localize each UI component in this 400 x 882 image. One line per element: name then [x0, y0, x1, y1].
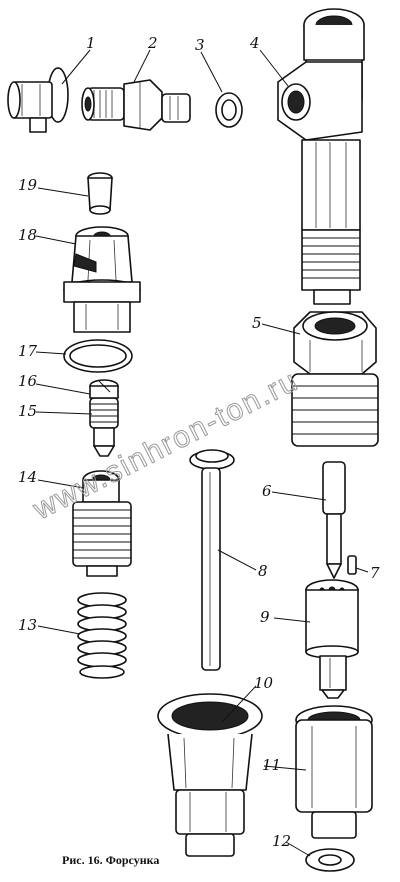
- callout-13: 13: [18, 616, 37, 634]
- callout-3: 3: [195, 36, 205, 54]
- callout-1: 1: [86, 34, 96, 52]
- callout-5: 5: [252, 314, 262, 332]
- callout-8: 8: [258, 562, 268, 580]
- part-12-washer: [305, 848, 355, 872]
- figure-caption: Рис. 16. Форсунка: [62, 853, 159, 867]
- callout-12: 12: [272, 832, 291, 850]
- callout-4: 4: [249, 34, 260, 52]
- part-16-screw-head: [89, 379, 119, 399]
- part-3-washer: [215, 92, 243, 128]
- part-14-threaded-sleeve: [72, 470, 132, 577]
- callout-16: 16: [18, 372, 38, 390]
- callout-17: 17: [18, 342, 38, 360]
- leader-lines: [35, 49, 369, 857]
- part-6-needle: [322, 461, 346, 579]
- part-18-cap-nut: [63, 226, 141, 333]
- callout-6: 6: [262, 482, 272, 500]
- part-4-injector-body: [277, 8, 365, 305]
- callout-2: 2: [147, 34, 158, 52]
- part-10-cup: [157, 693, 263, 857]
- callout-11: 11: [262, 756, 281, 774]
- part-1-cap-nut: [7, 67, 69, 133]
- part-2-fitting: [81, 79, 191, 131]
- callout-9: 9: [260, 608, 270, 626]
- watermark: www.sinhron-ton.ru: [27, 364, 304, 527]
- part-19-plug: [87, 172, 113, 215]
- callout-18: 18: [18, 226, 37, 244]
- part-7-pin: [347, 555, 357, 575]
- callout-15: 15: [18, 402, 37, 420]
- part-5-nut: [291, 311, 379, 447]
- callout-7: 7: [370, 564, 380, 582]
- part-8-rod: [189, 449, 235, 671]
- part-13-spring: [77, 592, 127, 679]
- part-15-adjusting-screw: [89, 397, 119, 457]
- part-9-atomizer: [305, 579, 359, 699]
- callout-10: 10: [254, 674, 274, 692]
- part-11-sleeve: [295, 705, 373, 839]
- part-17-ring-seal: [63, 339, 133, 373]
- callout-labels: 1 2 3 4 5 6 7 8 9 10 11 12 13 14 15 16 1…: [18, 34, 380, 850]
- callout-14: 14: [18, 468, 37, 486]
- callout-19: 19: [18, 176, 38, 194]
